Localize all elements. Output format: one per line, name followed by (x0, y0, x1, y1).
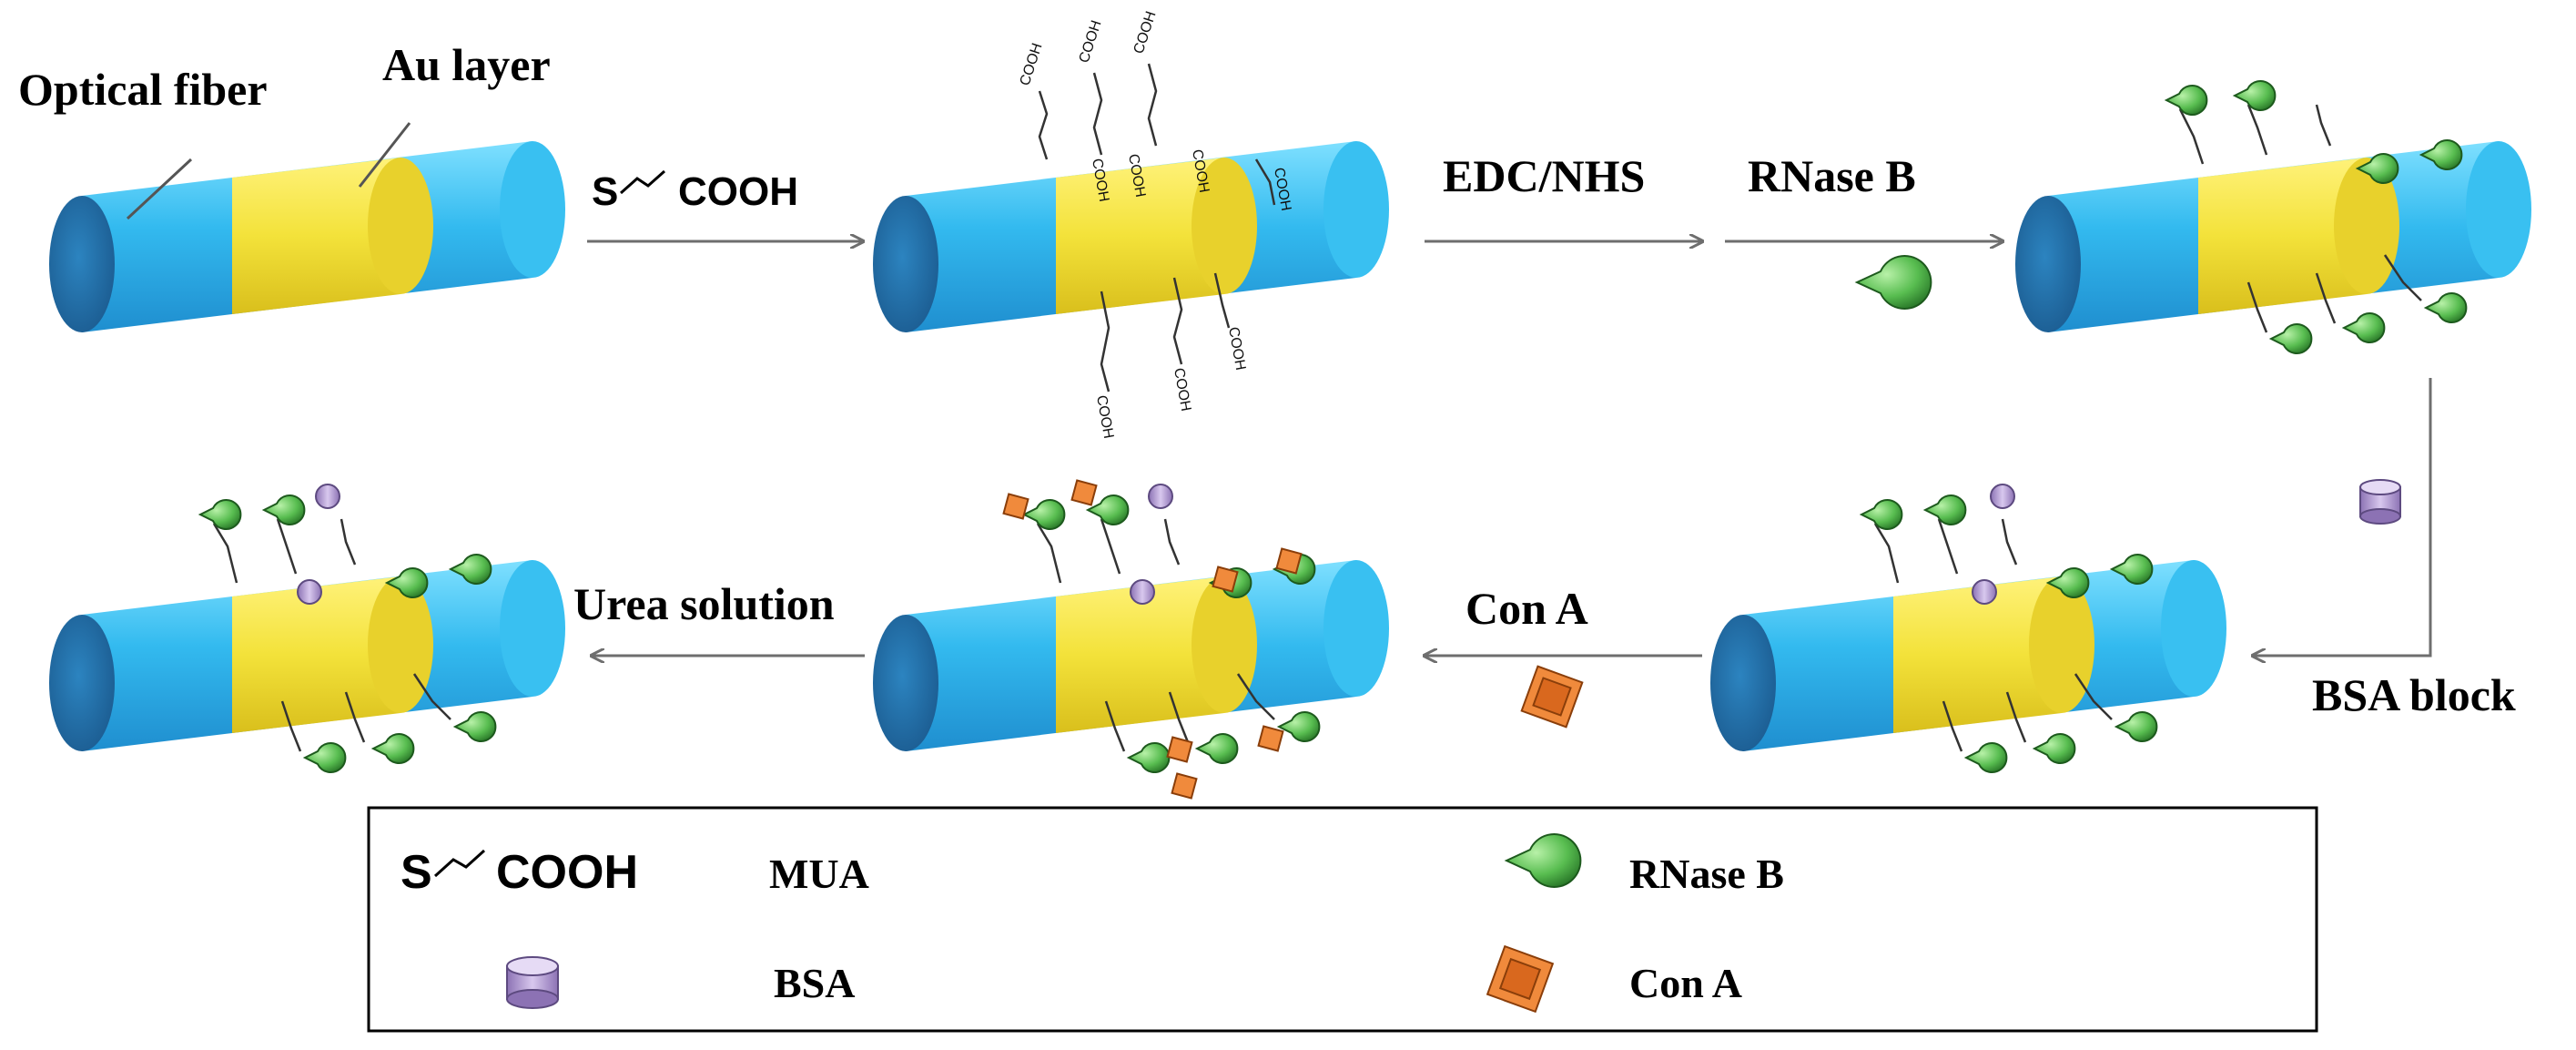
label-optical-fiber: Optical fiber (18, 64, 268, 115)
legend-cona-icon (1486, 944, 1555, 1014)
label-bsa-block: BSA block (2312, 669, 2516, 720)
mua-reagent-label: S COOH (592, 169, 798, 214)
legend-box (367, 806, 2318, 1033)
label-urea-solution: Urea solution (573, 578, 835, 629)
legend-rnase-label: RNase B (1629, 851, 1784, 897)
svg-text:COOH: COOH (1171, 367, 1193, 413)
label-edc-nhs: EDC/NHS (1443, 150, 1645, 201)
fiber-regenerated (49, 484, 565, 773)
mua-chains (1038, 63, 1276, 392)
legend-mua-symbol: S COOH (401, 846, 638, 899)
fiber-end-face (49, 196, 115, 332)
svg-text:S: S (401, 846, 432, 899)
fiber-bsa-blocked (1710, 484, 2226, 773)
svg-text:COOH: COOH (1077, 18, 1105, 65)
svg-text:COOH: COOH (496, 846, 638, 899)
legend-mua-label: MUA (769, 851, 869, 897)
fiber-mua: COOH COOH COOH COOH COOH COOH COOH COOH … (873, 9, 1389, 440)
svg-text:COOH: COOH (1131, 9, 1160, 56)
svg-text:S: S (592, 169, 618, 214)
label-con-a-step: Con A (1465, 583, 1588, 634)
step-arrow-bsa-block (2253, 378, 2432, 656)
svg-text:COOH: COOH (1093, 394, 1116, 440)
legend-bsa-icon (506, 956, 559, 1009)
fiber-cona-bound (873, 479, 1389, 800)
label-rnase-b-step: RNase B (1748, 150, 1916, 201)
legend: S COOH MUA RNase B BSA Con A (367, 806, 2318, 1033)
bsa-reagent-icon (2359, 479, 2401, 525)
cona-reagent-icon (1520, 665, 1584, 729)
svg-text:COOH: COOH (1018, 41, 1046, 87)
fiber-bare (49, 122, 565, 332)
legend-cona-label: Con A (1629, 960, 1742, 1006)
svg-text:COOH: COOH (678, 169, 798, 214)
svg-text:COOH: COOH (1225, 326, 1248, 372)
label-au-layer: Au layer (382, 39, 551, 90)
rnase-reagent-icon (1854, 255, 1932, 310)
legend-rnase-icon (1504, 833, 1582, 888)
legend-bsa-label: BSA (774, 960, 855, 1006)
fiber-rnase (2015, 80, 2531, 354)
